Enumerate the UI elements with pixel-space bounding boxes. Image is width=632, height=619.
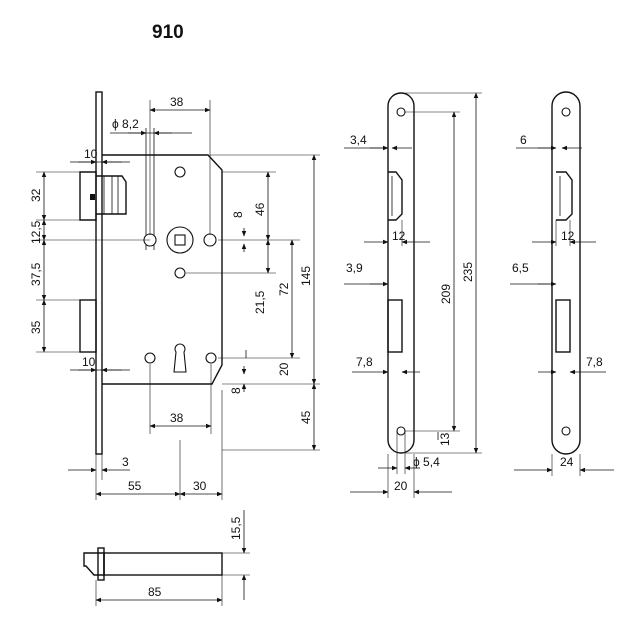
strike-plate-2-outline	[551, 91, 581, 455]
dim-8-right: 8	[231, 211, 245, 218]
screw-hole-top	[174, 166, 186, 178]
strike-plate-2: 6 12 6,5 7,8 24	[510, 91, 614, 476]
lock-body-view	[79, 91, 223, 455]
spindle-square	[174, 234, 186, 246]
strike-plate-1-outline	[387, 92, 415, 454]
follower-right	[203, 233, 217, 247]
dim-phi-8-2: ϕ 8,2	[112, 117, 139, 131]
lower-hole-right	[205, 352, 217, 364]
strike1-dim-3-9: 3,9	[346, 261, 363, 275]
forend-plate	[95, 91, 103, 455]
dim-85: 85	[148, 585, 162, 599]
main-dimensions: 38 ϕ 8,2 10 32 12,5 37,5 35 10	[29, 95, 320, 500]
strike2-dim-6-5: 6,5	[512, 261, 529, 275]
dim-32: 32	[29, 188, 43, 202]
strike2-dim-24: 24	[560, 455, 574, 469]
dim-3: 3	[122, 455, 129, 469]
dim-20: 20	[277, 362, 291, 376]
strike1-dim-phi-5-4: ϕ 5,4	[413, 455, 440, 469]
strike1-dim-209: 209	[439, 284, 453, 304]
dim-10-top: 10	[84, 147, 98, 161]
side-view: 15,5 85	[83, 510, 250, 606]
dim-30: 30	[193, 479, 207, 493]
dead-bolt	[79, 299, 97, 353]
dim-72: 72	[277, 282, 291, 296]
keyhole	[173, 343, 187, 373]
dim-145: 145	[299, 266, 313, 286]
dim-38-top: 38	[170, 95, 184, 109]
side-case	[103, 552, 223, 576]
strike1-dim-20: 20	[394, 479, 408, 493]
strike1-dim-235: 235	[461, 262, 475, 282]
lock-case	[102, 154, 223, 385]
dim-10-bottom: 10	[82, 355, 96, 369]
screw-hole-mid	[174, 267, 186, 279]
latch-bolt-head	[96, 175, 127, 215]
dim-21-5: 21,5	[253, 290, 267, 314]
dim-45: 45	[299, 410, 313, 424]
strike-plate-1: 3,4 12 3,9 7,8 209 235 13 ϕ 5,4	[344, 92, 482, 498]
strike1-dim-13: 13	[438, 432, 452, 446]
dim-15-5: 15,5	[229, 516, 243, 540]
dim-35: 35	[29, 320, 43, 334]
dim-55: 55	[128, 479, 142, 493]
drawing-title: 910	[152, 22, 184, 43]
dim-46: 46	[253, 202, 267, 216]
dim-38-bottom: 38	[170, 411, 184, 425]
strike1-dim-3-4: 3,4	[350, 133, 367, 147]
strike2-dim-6: 6	[520, 133, 527, 147]
strike2-dim-7-8: 7,8	[586, 355, 603, 369]
latch-bolt	[79, 171, 97, 221]
side-latch	[83, 552, 105, 576]
lower-hole-left	[144, 352, 156, 364]
strike2-dim-12: 12	[561, 229, 575, 243]
strike1-dim-7-8: 7,8	[356, 355, 373, 369]
dim-37-5: 37,5	[29, 262, 43, 286]
dim-12-5: 12,5	[29, 220, 43, 244]
strike1-dim-12: 12	[392, 229, 406, 243]
dim-8-small: 8	[229, 387, 243, 394]
